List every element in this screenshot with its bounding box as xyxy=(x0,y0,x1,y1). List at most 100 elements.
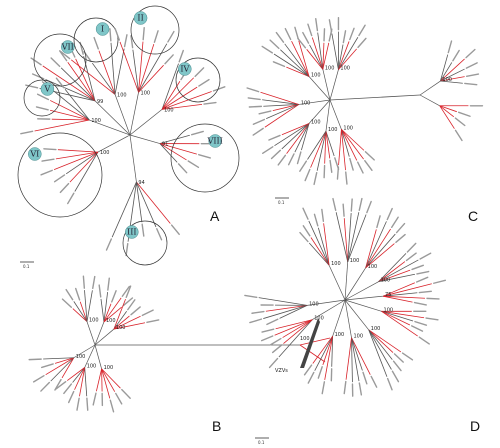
bootstrap-value: 100 xyxy=(325,65,335,71)
clade-d3-branch xyxy=(378,253,407,282)
clade-d9-leaf-label xyxy=(414,320,428,326)
clade-7-branch xyxy=(159,143,187,161)
bootstrap-value: 100 xyxy=(311,119,321,125)
clade-d5-branch xyxy=(283,319,313,344)
clade-b5-branch xyxy=(95,368,103,392)
bootstrap-value: 100 xyxy=(87,364,97,370)
clade-c0-leaf-label xyxy=(284,27,292,41)
bootstrap-value: 100 xyxy=(343,125,353,131)
clade-c5-leaf-label xyxy=(313,171,318,186)
bootstrap-value: 94 xyxy=(138,180,144,186)
clade-8-branch xyxy=(136,181,143,223)
clade-b4-branch xyxy=(72,367,86,383)
clade-b0-leaf-label xyxy=(61,298,73,308)
clade-c7-leaf-label xyxy=(465,73,480,77)
clade-label: V xyxy=(44,85,51,94)
clade-c3-leaf-label xyxy=(247,97,261,101)
clade-b3-stem xyxy=(73,344,96,359)
clade-c2-leaf-label xyxy=(342,30,347,44)
clade-c3-branch xyxy=(262,99,299,105)
clade-b0-leaf-label xyxy=(75,287,81,301)
clade-5-branch xyxy=(34,119,90,132)
clade-c8-stem xyxy=(419,94,440,107)
clade-d0-branch xyxy=(308,220,330,266)
clade-5-branch xyxy=(49,100,90,121)
clade-d10-branch xyxy=(382,295,413,303)
clade-3-leaf-label xyxy=(59,50,68,62)
long-branch-tip xyxy=(299,337,331,346)
clade-d1-branch xyxy=(347,214,367,262)
clade-boundary xyxy=(130,5,180,55)
clade-b3-leaf-label xyxy=(32,374,45,383)
clade-d10-branch xyxy=(383,295,426,299)
clade-c4-branch xyxy=(294,123,310,153)
clade-d4-branch xyxy=(265,305,308,312)
clade-b1-leaf-label xyxy=(121,285,131,297)
clade-d10-leaf-label xyxy=(433,279,447,284)
clade-d7-stem xyxy=(344,299,352,338)
clade-boundary xyxy=(23,79,61,117)
clade-b3-leaf-label xyxy=(40,381,51,392)
clade-1-leaf-label xyxy=(109,28,112,42)
clade-b3-branch xyxy=(61,357,75,379)
clade-d3-leaf-label xyxy=(416,270,430,275)
clade-c2-stem xyxy=(329,69,339,101)
clade-label: VI xyxy=(29,150,39,159)
clade-4-branch xyxy=(161,86,198,110)
clade-d8-branch xyxy=(368,329,393,360)
clade-d6-branch xyxy=(324,336,334,380)
clade-c1-leaf-label xyxy=(297,37,307,49)
clade-5-branch xyxy=(53,90,90,121)
clade-6-leaf-label xyxy=(41,158,55,162)
clade-b2-leaf-label xyxy=(146,319,160,324)
clade-b5-leaf-label xyxy=(92,392,97,406)
clade-d9-branch xyxy=(381,310,425,319)
clade-label: VII xyxy=(61,43,74,52)
clade-marker xyxy=(28,147,42,161)
clade-marker xyxy=(133,11,148,25)
bootstrap-value: 100 xyxy=(76,354,86,360)
clade-c3-leaf-label xyxy=(248,105,263,108)
bootstrap-value: 100 xyxy=(328,127,338,133)
clade-d1-leaf-label xyxy=(366,200,372,214)
clade-c7-branch xyxy=(440,62,453,82)
clade-4-leaf-label xyxy=(194,67,205,78)
clade-c0-leaf-label xyxy=(275,31,285,43)
clade-b0-branch xyxy=(84,290,88,322)
backbone xyxy=(329,94,421,101)
clade-c1-leaf-label xyxy=(315,18,319,32)
panel-letter-d: D xyxy=(470,418,481,434)
clade-c5-leaf-label xyxy=(329,159,333,173)
clade-b2-branch xyxy=(113,315,130,330)
clade-d8-branch xyxy=(368,329,388,377)
clade-c3-branch xyxy=(263,104,299,107)
clade-2-leaf-label xyxy=(142,26,145,41)
clade-6-leaf-label xyxy=(59,182,70,194)
bootstrap-value: 100 xyxy=(331,261,341,267)
clade-c8-branch xyxy=(439,105,455,118)
clade-c4-leaf-label xyxy=(270,149,282,160)
clade-1-leaf-label xyxy=(123,34,128,48)
clade-b4-stem xyxy=(84,344,96,368)
clade-b4-leaf-label xyxy=(86,397,89,411)
clade-d0-leaf-label xyxy=(302,207,309,220)
clade-d10-leaf-label xyxy=(415,276,429,283)
clade-b0-branch xyxy=(73,301,88,322)
clade-d0-branch xyxy=(308,242,330,266)
clade-d8-branch xyxy=(368,329,394,353)
clade-c7-leaf-label xyxy=(447,40,453,54)
clade-4-branch xyxy=(161,77,194,110)
clade-b4-branch xyxy=(84,367,88,397)
clade-6-stem xyxy=(97,134,131,153)
clade-d5-leaf-label xyxy=(271,344,283,354)
clade-3-branch xyxy=(60,67,96,102)
clade-c4-branch xyxy=(274,123,310,147)
clade-d2-stem xyxy=(344,267,366,301)
clade-6-branch xyxy=(53,151,99,170)
clade-c0-branch xyxy=(280,49,310,77)
clade-c2-leaf-label xyxy=(358,24,366,37)
clade-b2-stem xyxy=(94,328,115,346)
clade-d4-leaf-label xyxy=(266,318,279,326)
clade-3-branch xyxy=(42,65,96,102)
clade-b3-branch xyxy=(54,357,74,364)
